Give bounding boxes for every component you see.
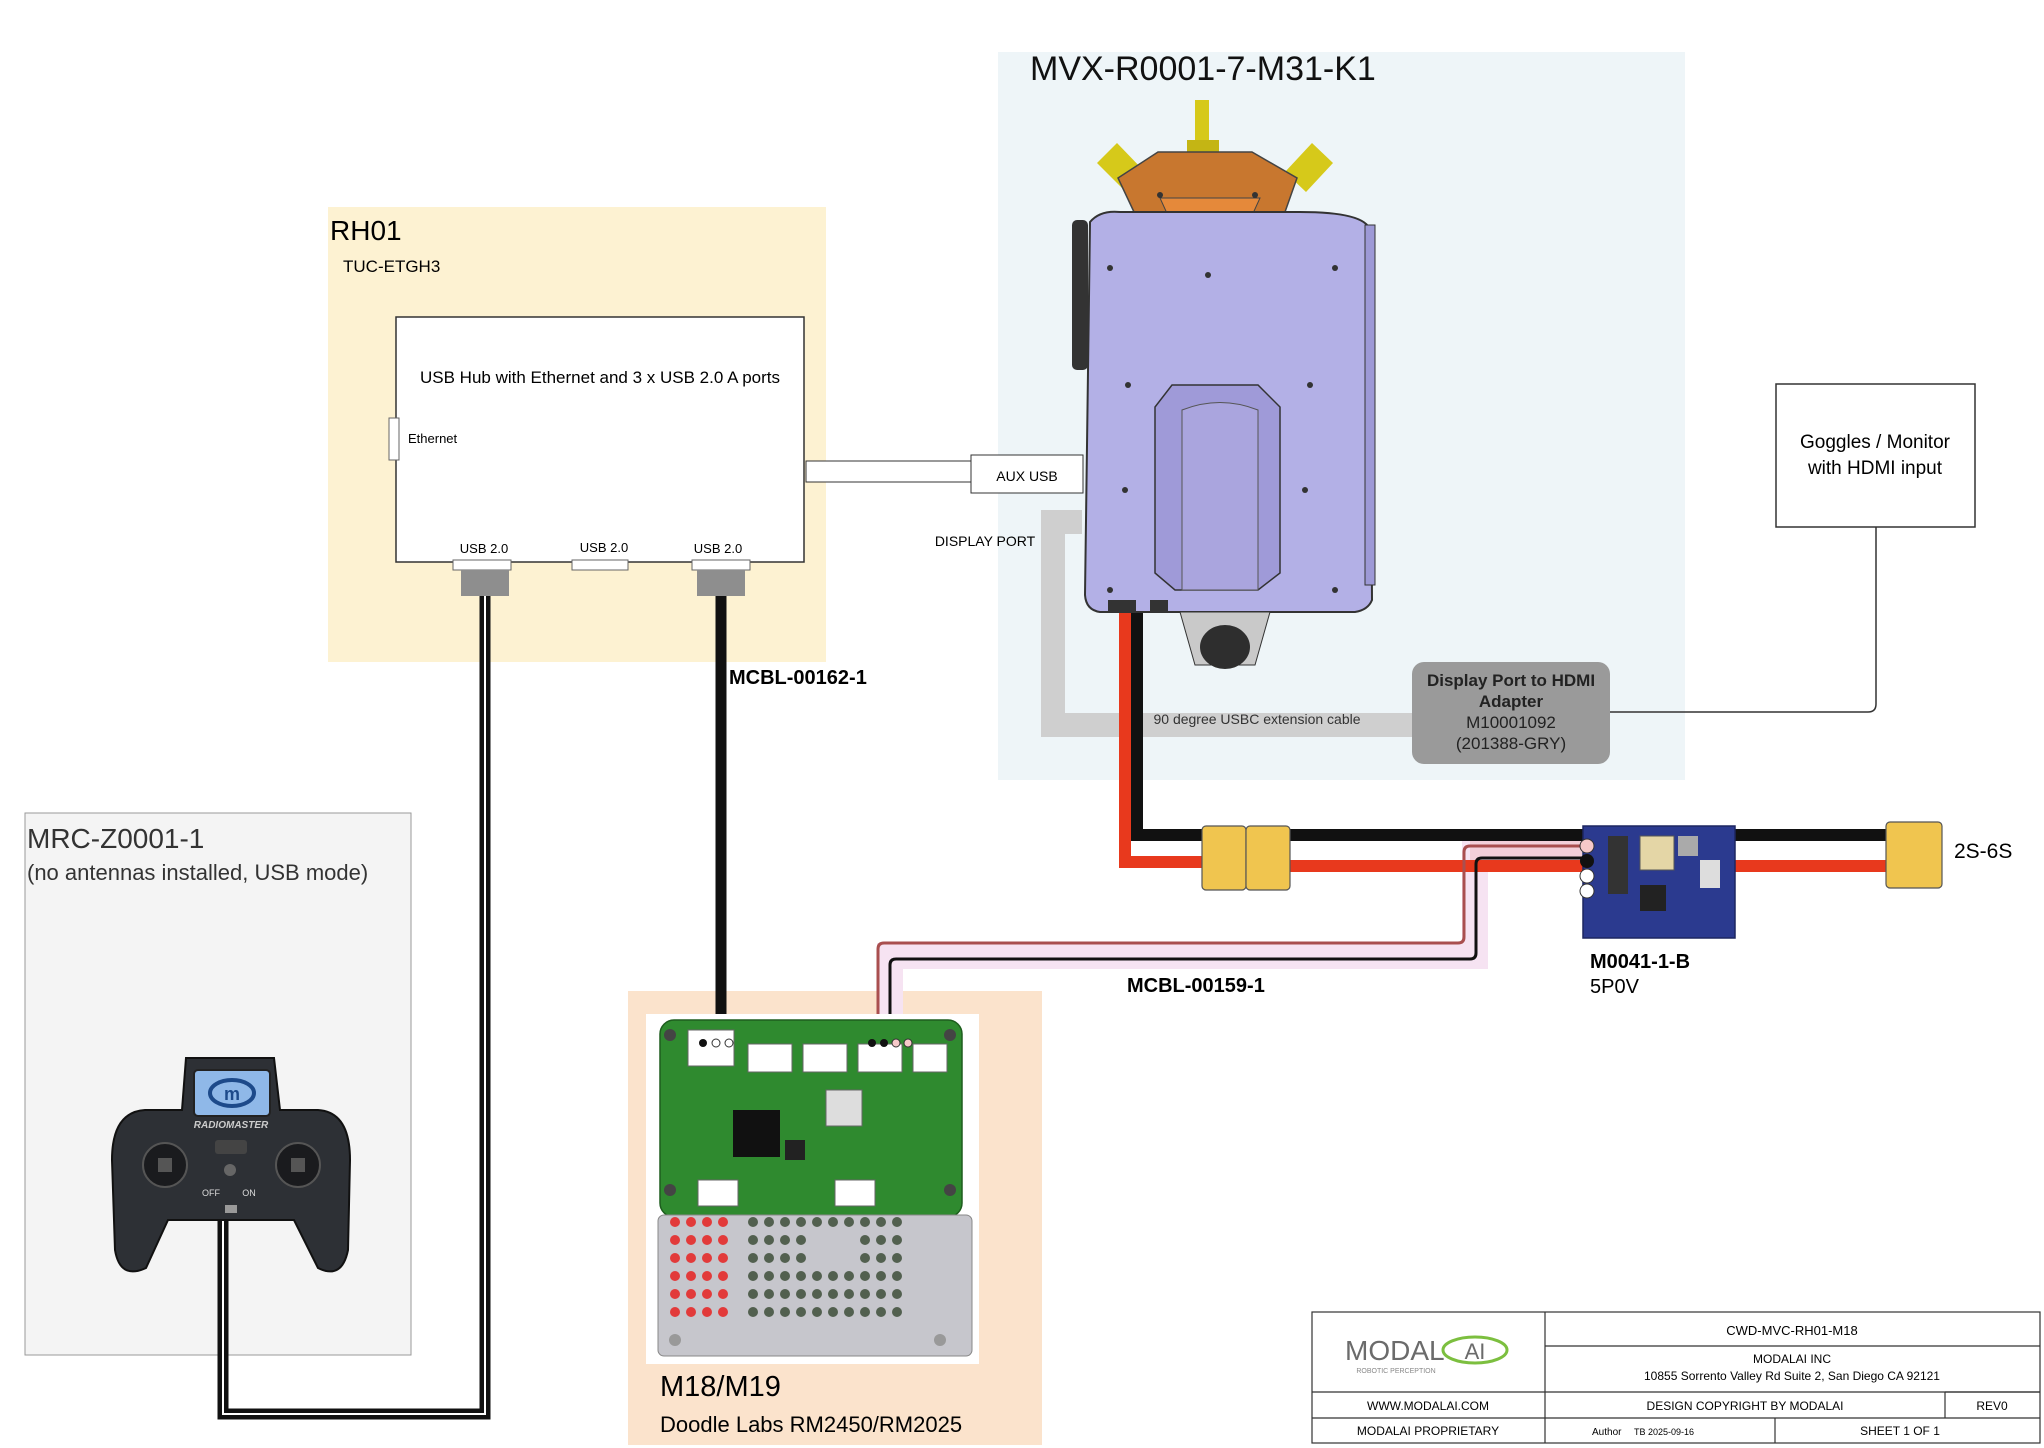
goggles-line1: Goggles / Monitor bbox=[1800, 432, 1951, 453]
display-port-label: DISPLAY PORT bbox=[935, 533, 1036, 549]
switch-off-label: OFF bbox=[202, 1188, 220, 1198]
drone-title: MVX-R0001-7-M31-K1 bbox=[1030, 50, 1376, 88]
xt60-connector-drone bbox=[1201, 825, 1291, 891]
radiomaster-controller: m RADIOMASTER OFF ON bbox=[110, 1057, 352, 1273]
author-label: Author bbox=[1592, 1427, 1622, 1438]
company-address: 10855 Sorrento Valley Rd Suite 2, San Di… bbox=[1644, 1369, 1940, 1383]
revision: REV0 bbox=[1976, 1399, 2008, 1413]
aux-usb-label: AUX USB bbox=[996, 468, 1057, 484]
dp-hdmi-adapter bbox=[1412, 662, 1610, 764]
power-module-voltage: 5P0V bbox=[1590, 976, 1640, 998]
xt60-connector-battery bbox=[1885, 821, 1943, 889]
controller-subtitle: (no antennas installed, USB mode) bbox=[27, 860, 368, 885]
title-block bbox=[1311, 1311, 2041, 1444]
sheet-number: SHEET 1 OF 1 bbox=[1860, 1424, 1940, 1438]
drone-body bbox=[1072, 100, 1376, 669]
hdmi-cable bbox=[1610, 527, 1877, 713]
battery-label: 2S-6S bbox=[1954, 840, 2012, 863]
usb-port-label-2: USB 2.0 bbox=[580, 540, 628, 555]
controller-brand: RADIOMASTER bbox=[194, 1120, 269, 1131]
adapter-title-2: Adapter bbox=[1479, 692, 1544, 711]
usb-port-3 bbox=[691, 559, 751, 571]
aux-usb-link bbox=[805, 460, 972, 483]
usbc-extension-cable bbox=[1041, 510, 1420, 737]
usb-cable-label: MCBL-00162-1 bbox=[729, 667, 867, 689]
usb-port-label-1: USB 2.0 bbox=[460, 541, 508, 556]
author-value: TB 2025-09-16 bbox=[1634, 1427, 1694, 1437]
logo-ai-badge bbox=[1441, 1335, 1509, 1365]
usb-port-label-3: USB 2.0 bbox=[694, 541, 742, 556]
proprietary: MODALAI PROPRIETARY bbox=[1357, 1424, 1499, 1438]
usb-port-2 bbox=[571, 559, 629, 571]
radio-heatsink bbox=[657, 1214, 973, 1357]
power-cable-label: MCBL-00159-1 bbox=[1127, 975, 1265, 997]
goggles-line2: with HDMI input bbox=[1807, 458, 1943, 479]
website: WWW.MODALAI.COM bbox=[1367, 1399, 1489, 1413]
drawing-number: CWD-MVC-RH01-M18 bbox=[1726, 1323, 1857, 1338]
adapter-part: M10001092 bbox=[1466, 713, 1556, 732]
hub-title: RH01 bbox=[330, 215, 402, 246]
logo-ai: AI bbox=[1465, 1339, 1486, 1364]
heatsink-pins bbox=[669, 1217, 946, 1346]
power-module-part: M0041-1-B bbox=[1590, 951, 1690, 973]
radio-title: M18/M19 bbox=[660, 1371, 781, 1403]
power-signal-cable bbox=[876, 844, 1585, 1043]
usbc-extension-label: 90 degree USBC extension cable bbox=[1153, 711, 1360, 727]
adapter-title-1: Display Port to HDMI bbox=[1427, 671, 1595, 690]
logo-text: MODAL bbox=[1345, 1335, 1445, 1366]
usb-port-1 bbox=[452, 559, 512, 571]
controller-title: MRC-Z0001-1 bbox=[27, 823, 204, 854]
usb-hub bbox=[395, 316, 805, 563]
logo-tagline: ROBOTIC PERCEPTION bbox=[1356, 1368, 1435, 1375]
copyright: DESIGN COPYRIGHT BY MODALAI bbox=[1647, 1399, 1844, 1413]
radio-subtitle: Doodle Labs RM2450/RM2025 bbox=[660, 1412, 962, 1437]
power-module bbox=[1579, 825, 1736, 939]
company-name: MODALAI INC bbox=[1753, 1352, 1831, 1366]
ethernet-label: Ethernet bbox=[408, 431, 458, 446]
switch-on-label: ON bbox=[242, 1188, 256, 1198]
goggles-box bbox=[1775, 383, 1976, 528]
hub-part: TUC-ETGH3 bbox=[343, 257, 440, 276]
svg-text:m: m bbox=[224, 1084, 240, 1104]
hub-description: USB Hub with Ethernet and 3 x USB 2.0 A … bbox=[420, 368, 780, 387]
ethernet-port bbox=[388, 417, 400, 461]
adapter-part-alt: (201388-GRY) bbox=[1456, 734, 1566, 753]
